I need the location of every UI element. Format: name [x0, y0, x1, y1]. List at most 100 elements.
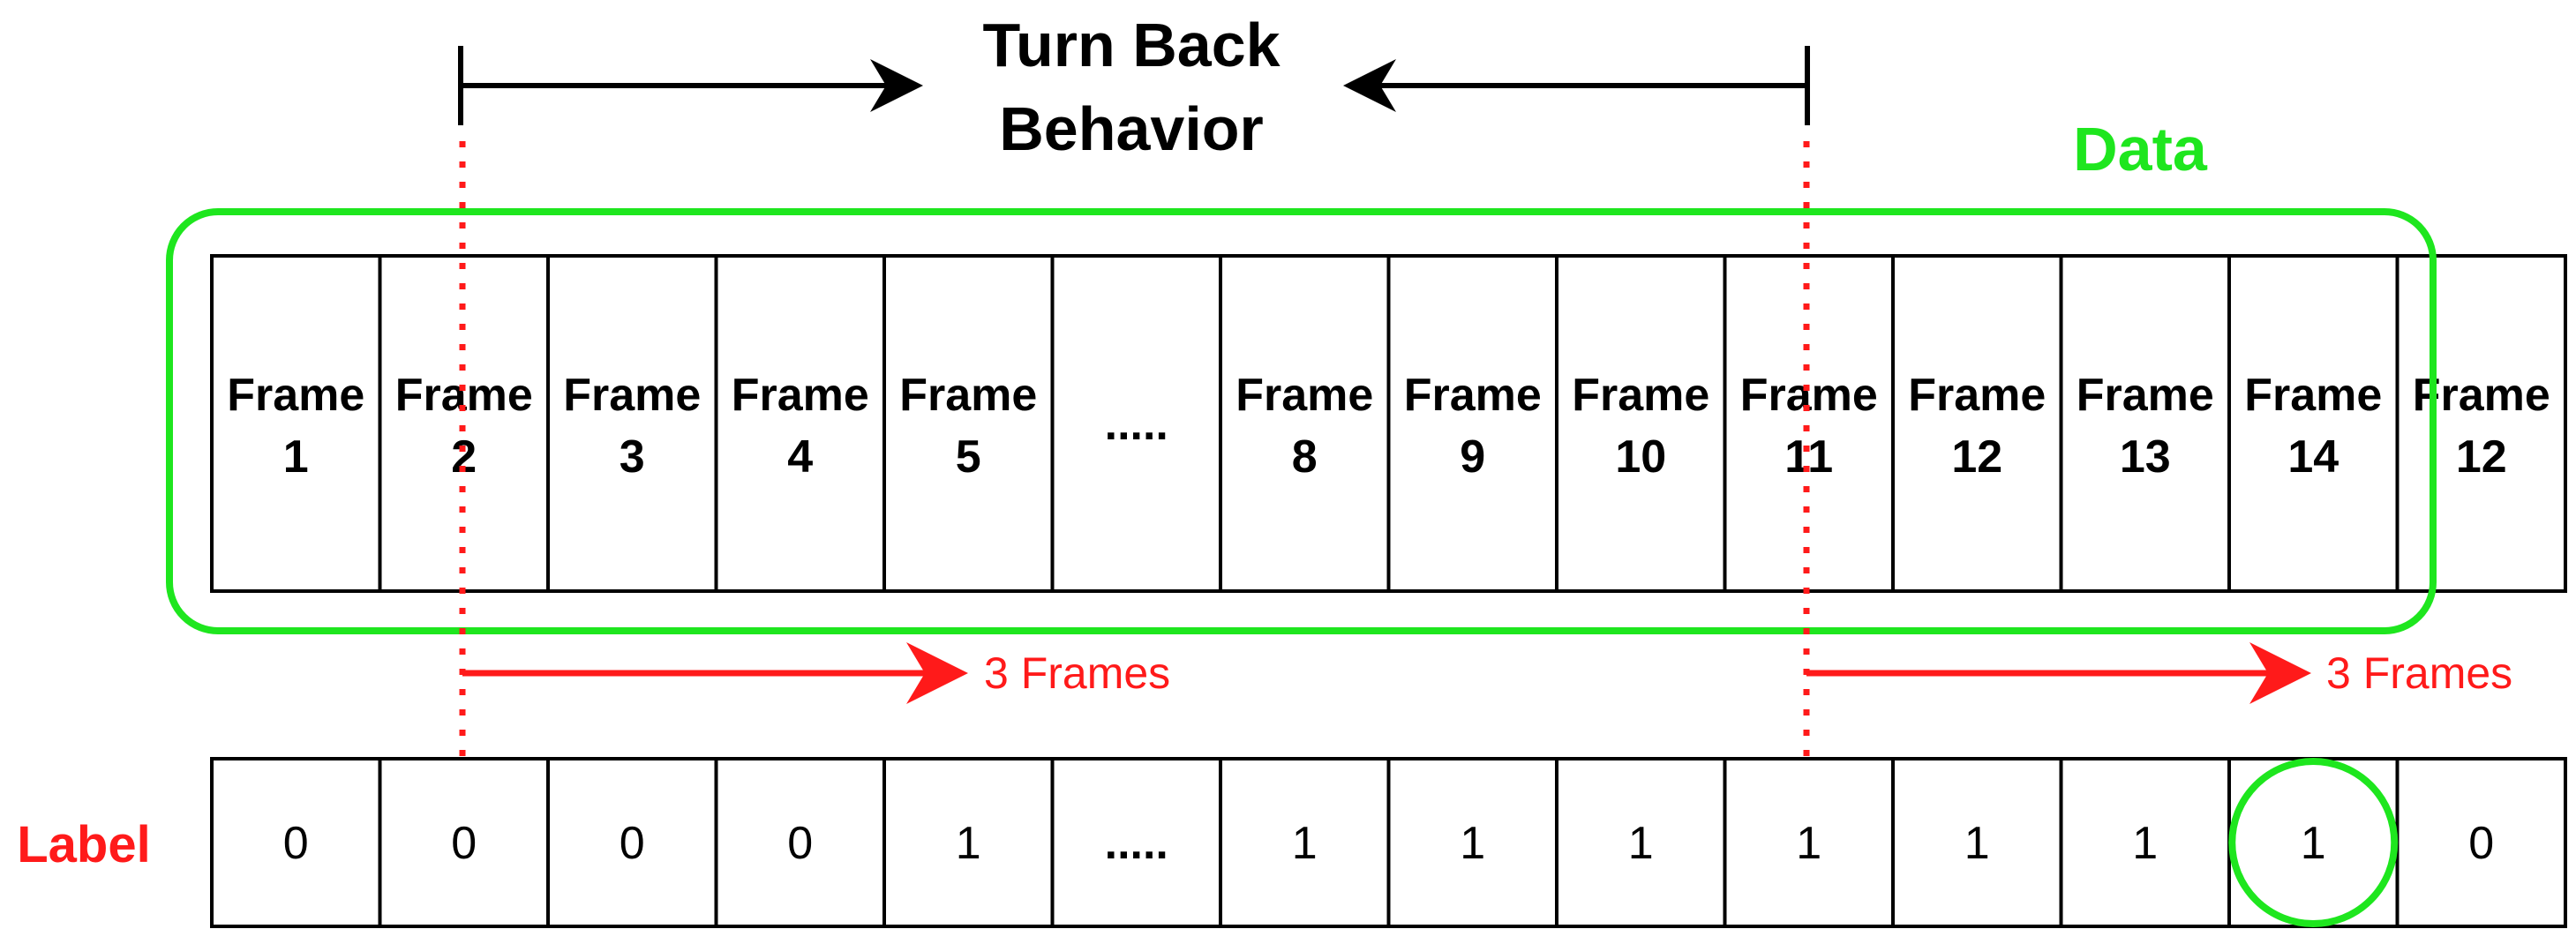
- label-value: 1: [1460, 818, 1485, 869]
- frame-word: Frame: [1740, 370, 1878, 421]
- label-cell: 0: [546, 757, 718, 928]
- frame-word: Frame: [1235, 370, 1373, 421]
- frame-number: 4: [787, 431, 813, 483]
- frame-number: 12: [1951, 431, 2002, 483]
- frame-cell-box: [546, 254, 718, 593]
- frame-word: Frame: [1404, 370, 1542, 421]
- frame-cell: Frame 14: [2227, 254, 2400, 593]
- frame-cell-box: [1386, 254, 1558, 593]
- frame-word: Frame: [2077, 370, 2214, 421]
- frame-word: Frame: [2244, 370, 2382, 421]
- frame-cell: Frame 8: [1219, 254, 1391, 593]
- highlighted-label-circle: [2228, 758, 2399, 927]
- label-value: 1: [956, 818, 981, 869]
- data-group-outline: [166, 208, 2437, 634]
- label-value: 0: [283, 818, 309, 869]
- label-value: 0: [2468, 818, 2494, 869]
- frame-cell: Frame 12: [1891, 254, 2063, 593]
- label-cell: 0: [210, 757, 382, 928]
- label-cell-box: [882, 757, 1055, 928]
- label-cell: 0: [2395, 757, 2567, 928]
- label-cell: 1: [1555, 757, 1727, 928]
- label-cell-box: [1219, 757, 1391, 928]
- label-cell-box: [1891, 757, 2063, 928]
- label-ellipsis: .....: [1105, 818, 1168, 869]
- label-value: 1: [1796, 818, 1821, 869]
- label-cell: 0: [378, 757, 550, 928]
- frame-cell-box: [1050, 254, 1222, 593]
- frame-cell: .....: [1050, 254, 1222, 593]
- frame-number: 11: [1784, 431, 1833, 483]
- label-value: 1: [1292, 818, 1318, 869]
- label-cell-box: [2059, 757, 2231, 928]
- label-cell: 1: [882, 757, 1055, 928]
- frame-ellipsis: .....: [1105, 399, 1168, 450]
- frame-word: Frame: [227, 370, 364, 421]
- frame-number: 3: [620, 431, 645, 483]
- label-value: 0: [620, 818, 645, 869]
- title-line-1: Turn Back: [982, 11, 1280, 79]
- frame-word: Frame: [395, 370, 533, 421]
- frame-cell: Frame 13: [2059, 254, 2231, 593]
- frame-cell-box: [1891, 254, 2063, 593]
- frame-number: 12: [2456, 431, 2507, 483]
- frame-number: 1: [283, 431, 309, 483]
- label-value: 1: [2132, 818, 2158, 869]
- frame-cell-box: [2395, 254, 2567, 593]
- frame-number: 8: [1292, 431, 1318, 483]
- label-value: 1: [1628, 818, 1654, 869]
- frame-cell: Frame 2: [378, 254, 550, 593]
- frame-number: 2: [451, 431, 477, 483]
- frame-cell-box: [378, 254, 550, 593]
- title-line-2: Behavior: [999, 94, 1264, 163]
- frame-cell: Frame 1: [210, 254, 382, 593]
- frame-number: 10: [1615, 431, 1666, 483]
- frame-cell-box: [714, 254, 886, 593]
- frame-cell-box: [210, 254, 382, 593]
- start-offset-text: 3 Frames: [984, 648, 1170, 698]
- frame-cell: Frame 3: [546, 254, 718, 593]
- frame-word: Frame: [1908, 370, 2046, 421]
- label-cell: 1: [1386, 757, 1558, 928]
- label-row: 0 0 0 0 1..... 1 1 1 1 1 1 1 0: [210, 757, 2567, 928]
- frame-number: 13: [2120, 431, 2171, 483]
- label-cell-box: [210, 757, 382, 928]
- label-cell-box: [1050, 757, 1222, 928]
- label-cell-box: [378, 757, 550, 928]
- label-cell-box: [714, 757, 886, 928]
- frame-cell: Frame 4: [714, 254, 886, 593]
- label-value: 0: [787, 818, 813, 869]
- label-value: 0: [451, 818, 477, 869]
- frame-word: Frame: [732, 370, 869, 421]
- label-cell-box: [2395, 757, 2567, 928]
- frame-number: 14: [2287, 431, 2339, 483]
- label-cell-box: [1386, 757, 1558, 928]
- frame-row: Frame 1 Frame 2 Frame 3 Frame 4 Frame 5..... Frame…: [210, 254, 2567, 593]
- frame-number: 9: [1460, 431, 1485, 483]
- label-cell: 1: [2059, 757, 2231, 928]
- frame-cell-box: [882, 254, 1055, 593]
- label-cell: 1: [1723, 757, 1895, 928]
- frame-word: Frame: [899, 370, 1037, 421]
- label-value: 1: [2301, 818, 2326, 869]
- label-row-title: Label: [17, 816, 151, 873]
- data-label: Data: [2073, 115, 2208, 184]
- label-value: 1: [1964, 818, 1990, 869]
- end-offset-text: 3 Frames: [2326, 648, 2512, 698]
- label-cell: .....: [1050, 757, 1222, 928]
- frame-word: Frame: [1572, 370, 1709, 421]
- frame-cell: Frame 9: [1386, 254, 1558, 593]
- frame-cell-box: [1219, 254, 1391, 593]
- frame-number: 5: [956, 431, 981, 483]
- frame-cell-box: [2059, 254, 2231, 593]
- label-cell: 0: [714, 757, 886, 928]
- label-cell: 1: [1219, 757, 1391, 928]
- behavior-span-bracket: [458, 46, 1810, 125]
- frame-word: Frame: [563, 370, 701, 421]
- frame-cell-box: [1555, 254, 1727, 593]
- frame-cell-box: [2227, 254, 2400, 593]
- label-cell: 1: [1891, 757, 2063, 928]
